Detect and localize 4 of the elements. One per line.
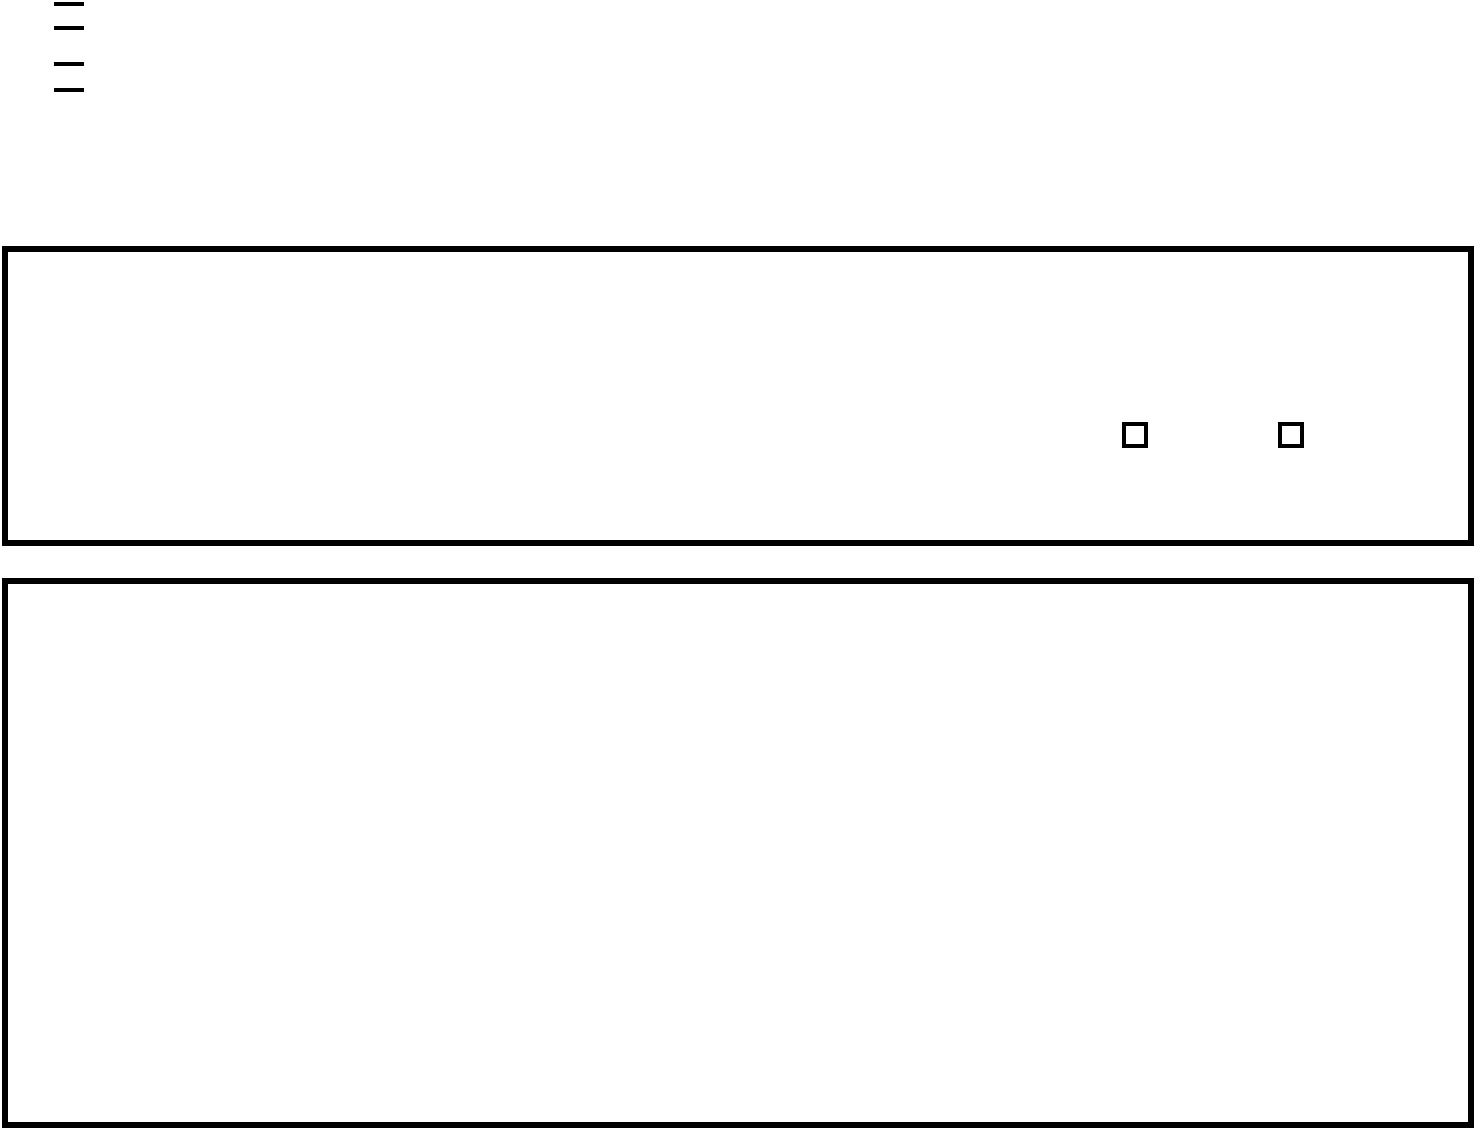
- checkbox: [1122, 422, 1148, 448]
- form-panel: [2, 578, 1474, 1128]
- checkbox: [1278, 422, 1304, 448]
- form-panel: [2, 246, 1474, 546]
